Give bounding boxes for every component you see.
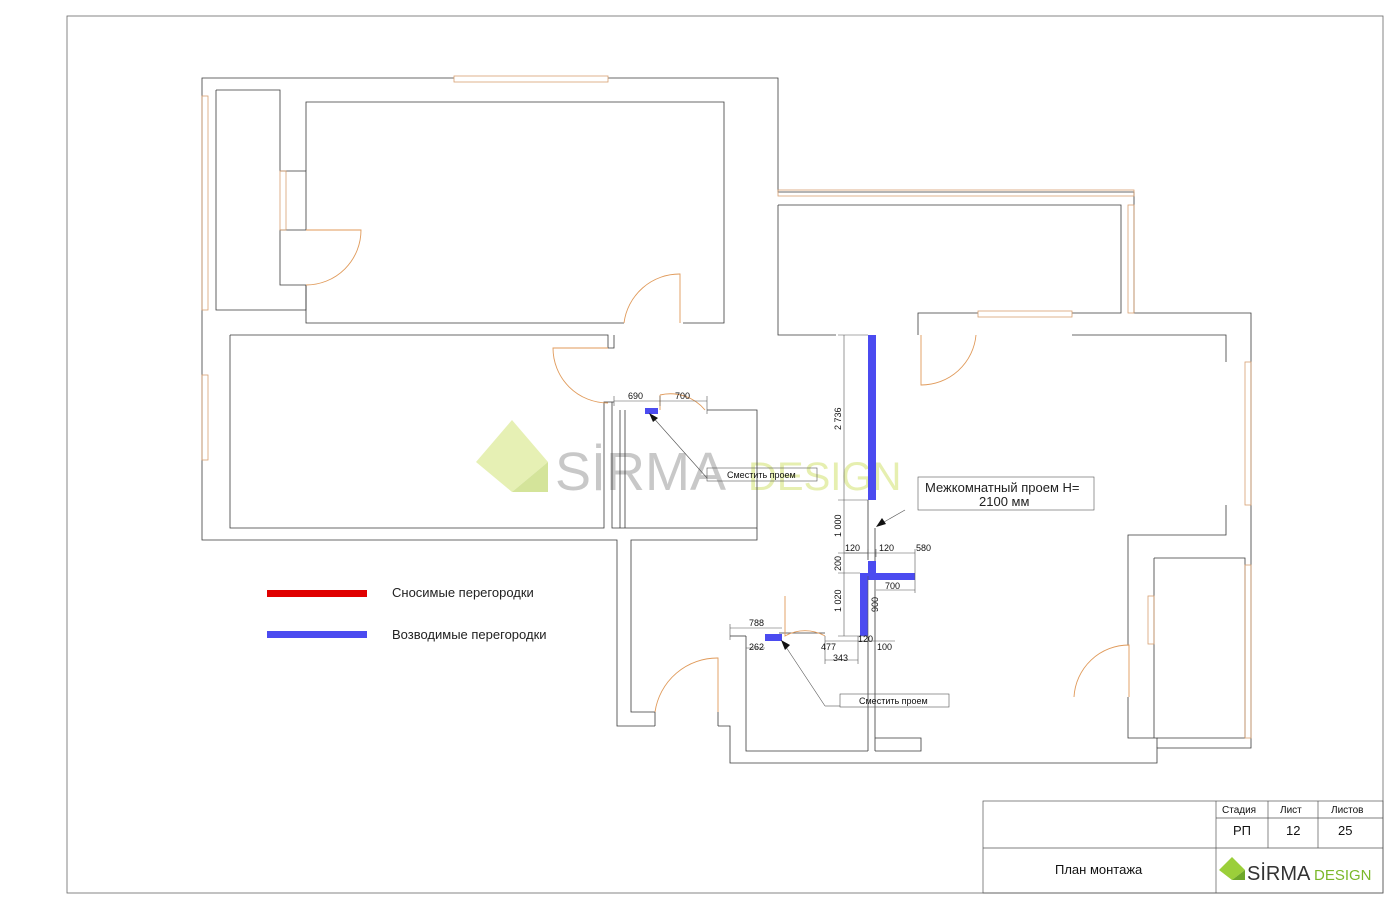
dim-120-left: 120 [845,543,860,553]
dim-700-top: 700 [675,391,690,401]
callouts: Сместить проем Сместить проем Межкомнатн… [649,413,1095,708]
windows [201,75,1252,739]
logo-brand: SİRMA [1247,862,1311,885]
erected-partitions [645,335,915,641]
partition-bottom-stub [765,634,782,641]
dim-690: 690 [628,391,643,401]
legend-demolished-swatch [267,590,367,597]
opening-note-box [917,476,1095,511]
dim-120-bottom: 120 [858,634,873,644]
title-block: Стадия Лист Листов РП 12 25 План монтажа… [982,800,1384,894]
dim-343: 343 [833,653,848,663]
logo-mark-icon [1219,857,1245,880]
dim-580: 580 [916,543,931,553]
dim-120-right: 120 [879,543,894,553]
move-opening-bottom-box [839,693,950,708]
watermark-brand: SİRMA [555,442,726,502]
dim-700-right: 700 [885,581,900,591]
dim-100: 100 [877,642,892,652]
sheets-value: 25 [1338,823,1352,838]
legend-erected-label: Возводимые перегородки [392,627,547,642]
watermark-mark-icon [476,420,548,492]
move-opening-top-box [706,467,818,482]
partition-vertical [860,573,868,636]
sheets-label: Листов [1331,805,1364,816]
sheet-label: Лист [1280,805,1302,816]
dimension-lines [613,334,916,664]
legend: Сносимые перегородки Возводимые перегоро… [267,585,547,642]
move-opening-bottom-label: Сместить проем [859,696,928,706]
dim-200: 200 [833,556,843,571]
walls [201,77,1252,764]
partition-horizontal [860,573,915,580]
partition-corridor-short [868,561,876,573]
dim-2736: 2 736 [833,407,843,430]
stage-label: Стадия [1222,805,1256,816]
opening-note-line2: 2100 мм [979,494,1029,509]
legend-erected-swatch [267,631,367,638]
sheet-frame [66,15,1384,894]
title-block-logo: SİRMA DESIGN [1219,857,1372,885]
dim-1000: 1 000 [833,514,843,537]
partition-corridor-long [868,335,876,500]
drawing-title: План монтажа [1055,862,1143,877]
stage-value: РП [1233,823,1251,838]
dim-788: 788 [749,618,764,628]
opening-note-line1: Межкомнатный проем H= [925,480,1080,495]
watermark: SİRMA DESIGN [476,420,901,502]
dim-900: 900 [870,597,880,612]
partition-top-stub [645,408,658,414]
logo-suffix: DESIGN [1314,867,1372,884]
dim-477: 477 [821,642,836,652]
dim-262: 262 [749,642,764,652]
dimension-labels: 690 700 2 736 1 000 120 120 580 200 700 … [628,391,931,663]
move-opening-top-label: Сместить проем [727,470,796,480]
legend-demolished-label: Сносимые перегородки [392,585,534,600]
dim-1020: 1 020 [833,589,843,612]
sheet-value: 12 [1286,823,1300,838]
